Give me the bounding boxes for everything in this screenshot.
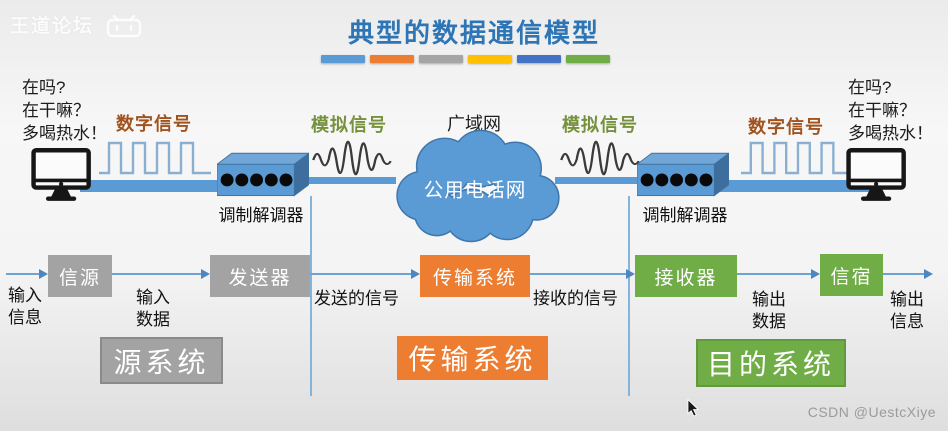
chat-line: 在吗? bbox=[22, 78, 66, 97]
label-line: 输出 bbox=[752, 290, 786, 309]
watermark-wangdao: 王道论坛 bbox=[10, 10, 144, 38]
cable-left bbox=[80, 180, 225, 192]
transmission-box: 传输系统 bbox=[420, 255, 530, 297]
chat-line: 在吗? bbox=[848, 78, 892, 97]
accent-bar bbox=[321, 55, 365, 63]
output-info-label: 输出 信息 bbox=[890, 289, 924, 333]
cloud-label: 公用电话网 bbox=[424, 180, 527, 202]
label-line: 信息 bbox=[890, 312, 924, 331]
cable-cloud-to-modem bbox=[555, 177, 647, 184]
digital-signal-label-left: 数字信号 bbox=[116, 114, 192, 134]
destination-system-box: 目的系统 bbox=[696, 339, 846, 387]
cable-modem-to-cloud bbox=[300, 177, 396, 184]
label-line: 数据 bbox=[752, 312, 786, 331]
flow-arrow-transmission-to-receiver bbox=[530, 269, 635, 279]
chat-line: 在干嘛？ bbox=[22, 101, 90, 120]
modem-label-right: 调制解调器 bbox=[642, 206, 728, 225]
divider-source-transmission bbox=[310, 196, 312, 396]
analog-signal-label-right: 模拟信号 bbox=[562, 115, 638, 135]
wangdao-forum-label: 王道论坛 bbox=[10, 15, 95, 37]
mouse-cursor bbox=[687, 399, 700, 417]
destination-box: 信宿 bbox=[820, 254, 883, 296]
flow-arrow-output bbox=[883, 269, 933, 279]
input-info-label: 输入 信息 bbox=[8, 285, 42, 329]
bilibili-logo-icon bbox=[106, 14, 142, 38]
label-line: 输出 bbox=[890, 290, 924, 309]
chat-text-right: 在吗? 在干嘛？ 多喝热水！ bbox=[848, 76, 933, 145]
wan-label: 广域网 bbox=[447, 114, 501, 134]
analog-waveform-left bbox=[312, 140, 392, 176]
computer-icon-right bbox=[846, 148, 906, 201]
label-line: 输入 bbox=[8, 286, 42, 305]
chat-line: 在干嘛？ bbox=[848, 101, 916, 120]
chat-line: 多喝热水！ bbox=[22, 124, 107, 143]
modem-label-left: 调制解调器 bbox=[218, 206, 304, 225]
modem-icon-left bbox=[217, 152, 309, 197]
accent-bar bbox=[566, 55, 610, 63]
page-title: 典型的数据通信模型 bbox=[347, 18, 600, 48]
transmitter-box: 发送器 bbox=[210, 255, 310, 297]
flow-arrow-transmitter-to-transmission bbox=[310, 269, 420, 279]
transmission-system-box: 传输系统 bbox=[397, 336, 548, 380]
chat-line: 多喝热水！ bbox=[848, 124, 933, 143]
label-line: 数据 bbox=[136, 310, 170, 329]
modem-icon-right bbox=[637, 152, 729, 197]
telephone-network-cloud: 公用电话网 bbox=[396, 129, 560, 243]
divider-transmission-destination bbox=[628, 196, 630, 396]
source-system-box: 源系统 bbox=[100, 337, 223, 384]
analog-waveform-right bbox=[560, 140, 640, 176]
flow-arrow-input bbox=[6, 269, 48, 279]
label-line: 输入 bbox=[136, 288, 170, 307]
output-data-label: 输出 数据 bbox=[752, 289, 786, 333]
watermark-csdn: CSDN @UestcXiye bbox=[807, 404, 936, 420]
sent-signal-label: 发送的信号 bbox=[314, 289, 399, 308]
label-line: 信息 bbox=[8, 308, 42, 327]
source-box: 信源 bbox=[48, 255, 112, 297]
accent-bar bbox=[370, 55, 414, 63]
input-data-label: 输入 数据 bbox=[136, 287, 170, 331]
flow-arrow-receiver-to-destination bbox=[737, 269, 820, 279]
digital-waveform-left bbox=[99, 141, 211, 175]
digital-waveform-right bbox=[740, 141, 852, 175]
receiver-box: 接收器 bbox=[635, 255, 737, 297]
accent-bar bbox=[468, 55, 512, 63]
accent-bar bbox=[419, 55, 463, 63]
flow-arrow-source-to-transmitter bbox=[112, 269, 210, 279]
accent-bar bbox=[517, 55, 561, 63]
analog-signal-label-left: 模拟信号 bbox=[311, 115, 387, 135]
computer-icon-left bbox=[31, 148, 91, 201]
cable-right bbox=[712, 180, 872, 192]
received-signal-label: 接收的信号 bbox=[533, 289, 618, 308]
accent-bars bbox=[321, 55, 610, 63]
digital-signal-label-right: 数字信号 bbox=[748, 117, 824, 137]
chat-text-left: 在吗? 在干嘛？ 多喝热水！ bbox=[22, 76, 107, 145]
